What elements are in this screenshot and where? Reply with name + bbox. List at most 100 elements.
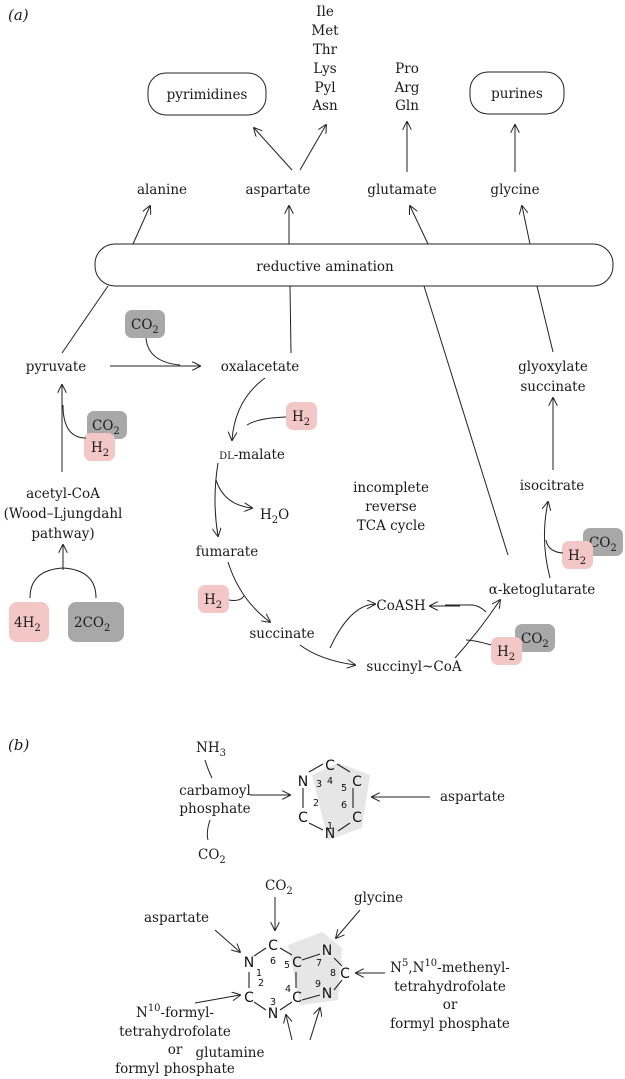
h2-feed-succinate [228, 595, 245, 601]
acetyl-feed-curve [62, 404, 87, 439]
amino-acid-pyl: Pyl [314, 80, 335, 96]
arrow-oxalacetate-to-malate [232, 377, 266, 440]
pyr-atom-c6: C [352, 810, 362, 826]
coash-label: CoASH [376, 598, 425, 614]
co2-box-acetyl [87, 411, 127, 439]
h2-label-ketoglutarate: H2 [497, 644, 515, 663]
amino-acid-ile: Ile [316, 4, 334, 20]
pur-atom-c6: C [268, 938, 278, 954]
co2-box-pyruvate [125, 310, 165, 338]
arrow-glycine-to-purine [336, 909, 361, 938]
amino-acid-met: Met [311, 23, 339, 39]
coash-cycle-curve [329, 604, 375, 649]
pur-num-1: 1 [256, 968, 262, 979]
pyr-atom-n1: N [325, 826, 335, 842]
h2-box-malate [286, 402, 317, 430]
pyr-atom-c5: C [352, 774, 362, 790]
pur-num-5: 5 [284, 960, 290, 971]
pyr-num-6: 6 [341, 800, 347, 811]
glycine-b-label: glycine [354, 890, 403, 906]
formyl-left-line-3: formyl phosphate [115, 1061, 235, 1077]
amino-acid-arg: Arg [394, 80, 420, 96]
acetyl-coa-line-3: pathway) [31, 526, 94, 542]
co2-2-box [68, 602, 124, 642]
succinate-2-label: succinate [520, 379, 585, 395]
pyr-atom-c4: C [325, 758, 335, 774]
fumarate-label: fumarate [196, 544, 258, 560]
arrow-fumarate-to-succinate [227, 561, 270, 622]
aspartate-b-label: aspartate [440, 789, 505, 805]
pur-atom-c2: C [244, 990, 254, 1006]
oxalacetate-label: oxalacetate [221, 359, 300, 375]
co2-bond [206, 819, 211, 841]
pyruvate-label: pyruvate [26, 359, 87, 375]
dl-malate-label: DL-malate [219, 447, 285, 463]
co2-label-pyruvate: CO2 [131, 317, 159, 336]
glutamate-label: glutamate [367, 182, 436, 198]
line-glyoxylate-to-amination [536, 285, 554, 353]
pyrimidine-shade [312, 763, 370, 840]
arrow-to-glutamate [410, 206, 429, 245]
arrow-to-alanine [132, 206, 150, 245]
co2-label-acetyl: CO2 [92, 418, 120, 437]
pyr-atom-c2: C [298, 810, 308, 826]
co2-2-label: 2CO2 [74, 615, 110, 634]
methenyl-head: N5,N10-methenyl- [390, 958, 510, 976]
arrow-glutamine-to-n9 [309, 1008, 320, 1041]
acetyl-coa-line-2: (Wood–Ljungdahl [4, 506, 123, 522]
h2-feed-malate [246, 416, 287, 426]
formyl-right-line-2: or [443, 997, 458, 1013]
pyrimidines-box [147, 72, 267, 116]
formyl-left-line-2: or [168, 1042, 183, 1058]
co2-purine-label: CO2 [265, 878, 293, 897]
pur-num-4: 4 [285, 984, 291, 995]
arrow-h2o-out [215, 479, 252, 508]
pur-atom-n3: N [268, 1006, 278, 1022]
pur-atom-n7: N [322, 943, 332, 959]
pur-num-7: 7 [316, 958, 322, 969]
glyoxylate-label: glyoxylate [518, 359, 588, 375]
co2-feed-curve [145, 337, 181, 366]
arrow-malate-to-fumarate [215, 462, 218, 536]
line-oxalacetate-to-amination [289, 285, 292, 354]
aspartate-label: aspartate [245, 182, 310, 198]
panel-b-label: (b) [8, 736, 29, 754]
pur-num-2: 2 [258, 978, 264, 989]
succinyl-coa-label: succinyl~CoA [366, 659, 461, 675]
pyr-num-1: 1 [327, 821, 333, 832]
carbamoyl-line-2: phosphate [179, 801, 250, 817]
line-pyruvate-to-amination [61, 285, 109, 354]
panel-a-label: (a) [8, 6, 29, 24]
arrow-aspartate-to-amino-acids [299, 125, 326, 171]
pyrimidines-label: pyrimidines [167, 87, 248, 103]
alanine-label: alanine [137, 182, 187, 198]
h2-4-box [9, 602, 49, 642]
pur-num-6: 6 [270, 956, 276, 967]
pyr-num-2: 2 [313, 798, 319, 809]
pur-num-9: 9 [315, 979, 321, 990]
pyr-num-4: 4 [327, 776, 333, 787]
reductive-amination-label: reductive amination [256, 259, 394, 275]
pyrimidine-bonds [302, 763, 354, 832]
glycine-label: glycine [490, 182, 539, 198]
line-ketoglutarate-to-amination [423, 285, 509, 556]
amino-acid-gln: Gln [395, 98, 419, 114]
succinate-label: succinate [249, 626, 314, 642]
amino-acid-pro: Pro [395, 61, 419, 77]
glutamine-label: glutamine [196, 1045, 265, 1061]
coash-out-line [445, 604, 487, 613]
h2-label-isocitrate: H2 [568, 548, 586, 567]
co2-b-label: CO2 [198, 847, 226, 866]
pur-atom-n9: N [322, 986, 332, 1002]
pur-num-8: 8 [330, 968, 336, 979]
nh3-label: NH3 [196, 740, 226, 759]
feed-ketoglutarate [465, 639, 492, 646]
isocitrate-label: isocitrate [520, 478, 585, 494]
h2-label-succinate: H2 [204, 592, 222, 611]
pur-atom-c8: C [340, 966, 350, 982]
pyr-atom-n3: N [298, 774, 308, 790]
glutamate-amino-acid-list: Pro Arg Gln [394, 61, 420, 114]
pur-num-3: 3 [270, 997, 276, 1008]
tca-line-3: TCA cycle [357, 518, 425, 534]
